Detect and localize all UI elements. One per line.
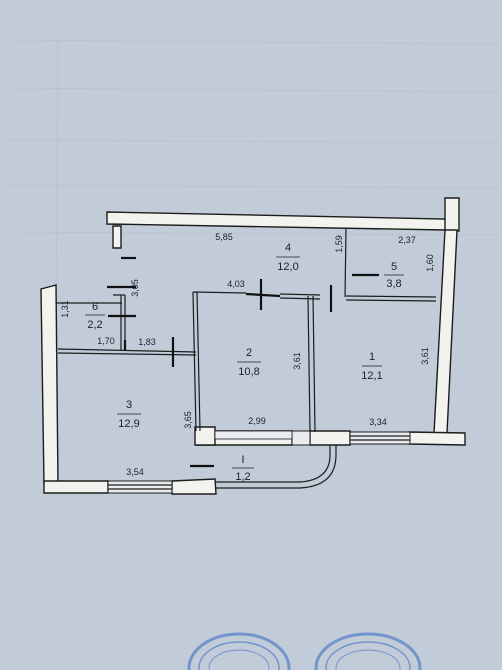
room-6-number: 6 bbox=[92, 301, 98, 313]
dim-room3-bottom: 3,54 bbox=[126, 467, 144, 477]
balcony-number: I bbox=[241, 454, 244, 466]
room-labels: 1 12,1 2 10,8 3 12,9 4 12,0 5 3,8 6 2,2 … bbox=[85, 242, 404, 483]
dim-corridor-vertical: 3,05 bbox=[130, 279, 140, 297]
dim-room6-height: 1,31 bbox=[60, 300, 70, 318]
dim-room3-top-left: 1,70 bbox=[97, 336, 115, 346]
room-6-area: 2,2 bbox=[87, 319, 102, 331]
dim-top-wall: 5,85 bbox=[215, 232, 233, 242]
room-5-area: 3,8 bbox=[386, 278, 401, 290]
room-2-number: 2 bbox=[246, 347, 252, 359]
background-form-lines bbox=[9, 39, 499, 301]
dim-right-upper: 1,60 bbox=[425, 254, 435, 272]
dim-room1-height: 3,61 bbox=[420, 347, 430, 365]
dim-room3-height: 3,65 bbox=[183, 411, 193, 429]
door-markers bbox=[107, 256, 379, 468]
dim-room5-height: 1,59 bbox=[334, 235, 344, 253]
windows bbox=[107, 430, 411, 494]
walls bbox=[40, 197, 466, 495]
dim-room2-bottom: 2,99 bbox=[248, 416, 266, 426]
room-1-number: 1 bbox=[369, 351, 375, 363]
room-3-number: 3 bbox=[126, 399, 132, 411]
dim-room5-width: 2,37 bbox=[398, 235, 416, 245]
partitions bbox=[56, 228, 437, 433]
dim-room4-width: 4,03 bbox=[227, 279, 245, 289]
stamp-left bbox=[187, 632, 291, 670]
dim-room1-bottom: 3,34 bbox=[369, 417, 387, 427]
room-1-area: 12,1 bbox=[361, 370, 382, 382]
stamp-right bbox=[314, 632, 422, 670]
balcony-outline bbox=[215, 445, 331, 483]
dim-room2-height: 3,61 bbox=[292, 352, 302, 370]
room-4-number: 4 bbox=[285, 242, 291, 254]
room-2-area: 10,8 bbox=[238, 366, 259, 378]
dim-room3-top-right: 1,83 bbox=[138, 337, 156, 347]
dimension-labels: 5,85 4,03 1,59 2,37 1,60 3,05 1,31 1,70 … bbox=[60, 232, 435, 477]
room-4-area: 12,0 bbox=[277, 261, 298, 273]
room-3-area: 12,9 bbox=[118, 418, 139, 430]
room-5-number: 5 bbox=[391, 261, 397, 273]
balcony-area: 1,2 bbox=[235, 471, 250, 483]
